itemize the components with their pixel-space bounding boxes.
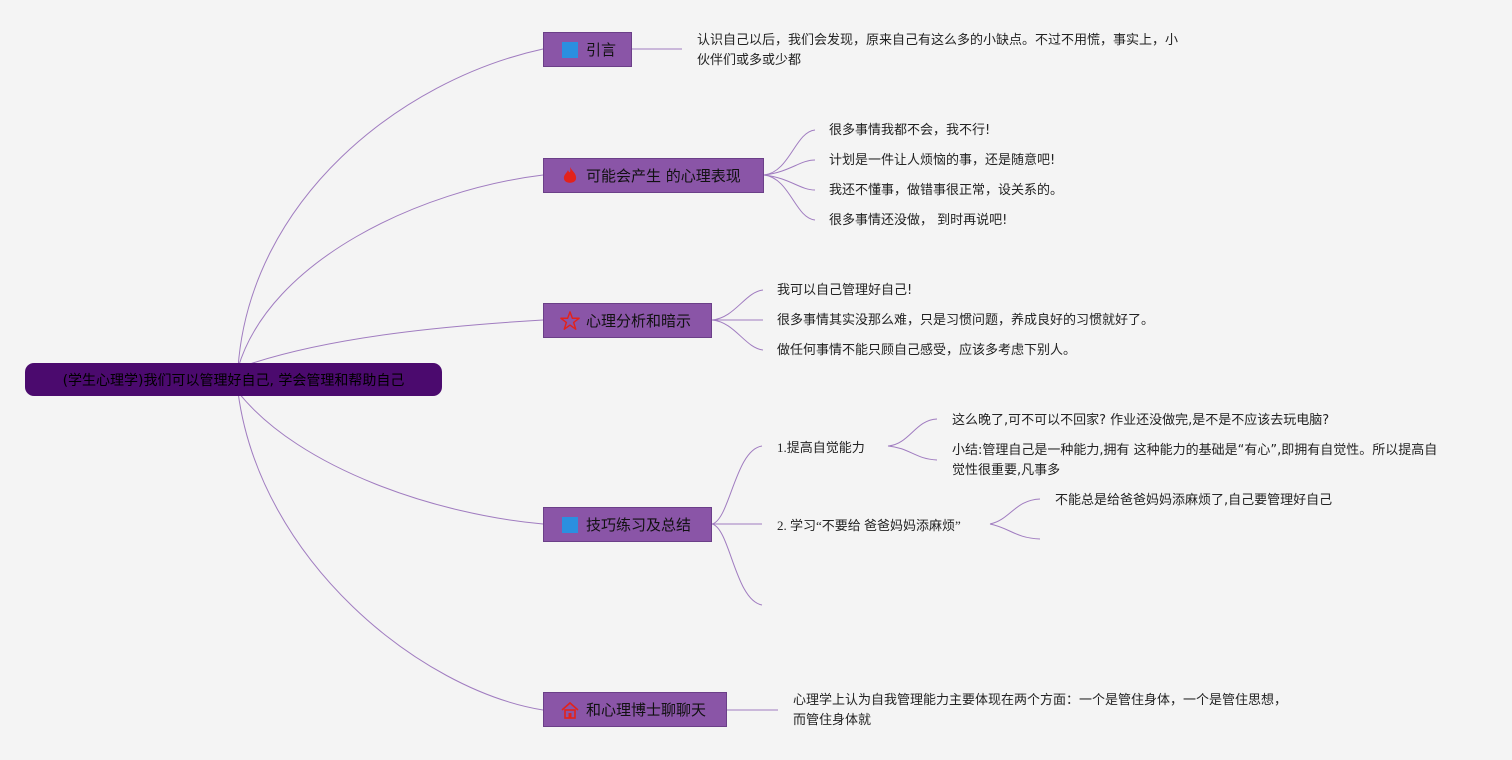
- root-label: (学生心理学)我们可以管理好自己, 学会管理和帮助自己: [62, 372, 405, 389]
- leaf-text: 很多事情还没做， 到时再说吧!: [829, 213, 1008, 228]
- topic-label: 心理分析和暗示: [586, 312, 692, 330]
- leaf-text: 这么晚了,可不可以不回家? 作业还没做完,是不是不应该去玩电脑?: [952, 413, 1330, 428]
- leaf-text: 我还不懂事，做错事很正常，设关系的。: [829, 183, 1064, 198]
- subtopic-no-trouble-for-parents[interactable]: 2. 学习“不要给 爸爸妈妈添麻烦”: [777, 518, 961, 533]
- leaf-text: 很多事情其实没那么难，只是习惯问题，养成良好的习惯就好了。: [777, 313, 1155, 328]
- leaf-text: 做任何事情不能只顾自己感受，应该多考虑下别人。: [777, 343, 1077, 358]
- topic-skills-practice[interactable]: 技巧练习及总结: [543, 507, 712, 542]
- blue-square-icon: [560, 515, 580, 535]
- root-node[interactable]: (学生心理学)我们可以管理好自己, 学会管理和帮助自己: [25, 363, 442, 396]
- blue-square-icon: [560, 40, 580, 60]
- leaf-text: 小结:管理自己是一种能力,拥有 这种能力的基础是“有心”,即拥有自觉性。所以提高…: [952, 443, 1438, 478]
- topic-label: 和心理博士聊聊天: [586, 701, 707, 719]
- subtopic-self-awareness[interactable]: 1.提高自觉能力: [777, 440, 865, 455]
- house-icon: [560, 700, 580, 720]
- fire-icon: [560, 166, 580, 186]
- topic-label: 可能会产生 的心理表现: [586, 167, 741, 185]
- topic-psychological-symptoms[interactable]: 可能会产生 的心理表现: [543, 158, 764, 193]
- leaf-text: 计划是一件让人烦恼的事，还是随意吧!: [829, 153, 1056, 168]
- topic-chat-with-doctor[interactable]: 和心理博士聊聊天: [543, 692, 727, 727]
- topic-introduction[interactable]: 引言: [543, 32, 632, 67]
- topic-psychological-analysis[interactable]: 心理分析和暗示: [543, 303, 712, 338]
- topic-label: 引言: [586, 41, 617, 59]
- leaf-text: 我可以自己管理好自己!: [777, 283, 913, 298]
- leaf-text: 心理学上认为自我管理能力主要体现在两个方面：一个是管住身体，一个是管住思想，而管…: [793, 693, 1288, 728]
- leaf-text: 认识自己以后，我们会发现，原来自己有这么多的小缺点。不过不用慌，事实上，小伙伴们…: [697, 33, 1179, 68]
- leaf-text: 不能总是给爸爸妈妈添麻烦了,自己要管理好自己: [1055, 493, 1333, 508]
- topic-label: 技巧练习及总结: [586, 516, 692, 534]
- leaf-text: 很多事情我都不会，我不行!: [829, 123, 991, 138]
- star-icon: [560, 310, 580, 331]
